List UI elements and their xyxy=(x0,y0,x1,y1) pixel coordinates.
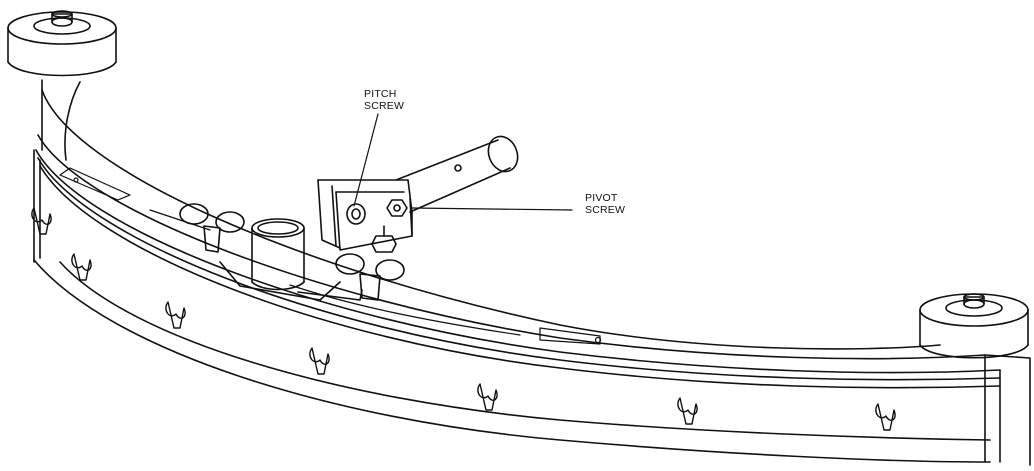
vacuum-tube xyxy=(219,218,363,301)
top-wing-nut-left xyxy=(179,203,245,253)
pitch-screw-leader xyxy=(353,113,379,207)
top-plate xyxy=(59,167,602,345)
pivot-screw-label-line2: SCREW xyxy=(585,204,626,216)
pitch-screw-label-line2: SCREW xyxy=(364,100,405,112)
top-wing-nut-right xyxy=(335,253,405,301)
pitch-screw-label: PITCH SCREW xyxy=(364,88,404,112)
right-wheel xyxy=(919,293,1029,359)
mounting-bracket xyxy=(317,135,519,253)
pivot-screw-leader xyxy=(411,207,573,211)
leader-lines xyxy=(353,113,573,211)
skirt-wing-nuts xyxy=(31,207,896,431)
curved-frame xyxy=(33,89,1031,466)
pivot-screw-label: PIVOT SCREW xyxy=(585,192,625,216)
pivot-screw-label-line1: PIVOT xyxy=(585,192,618,204)
pitch-screw-label-line1: PITCH xyxy=(364,88,397,100)
left-wheel xyxy=(7,10,117,161)
